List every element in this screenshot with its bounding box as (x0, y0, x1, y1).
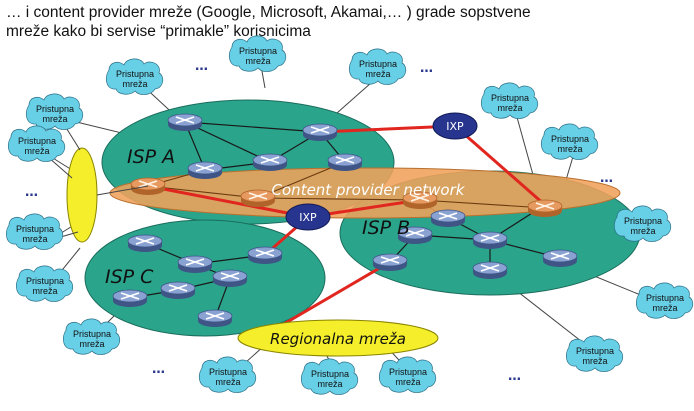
title-line-2: mreže kako bi servise “primakle” korisni… (6, 23, 311, 40)
access-network-label-line2: mreža (395, 377, 420, 387)
isp-a-label: ISP A (127, 146, 175, 168)
access-network-label-line1: Pristupna (18, 136, 56, 146)
svg-text:Regionalna mreža: Regionalna mreža (270, 330, 406, 348)
left-backbone (66, 147, 98, 243)
ixp-center: IXP (285, 203, 331, 231)
access-network-label-line1: Pristupna (576, 346, 614, 356)
access-network-label-line2: mreža (79, 339, 104, 349)
access-network-label-line1: Pristupna (624, 216, 662, 226)
access-network-label-line1: Pristupna (646, 293, 684, 303)
access-network-label-line1: Pristupna (209, 367, 247, 377)
access-network-label-line1: Pristupna (551, 134, 589, 144)
ellipsis-marker: … (195, 59, 208, 74)
access-network-label-line2: mreža (245, 56, 270, 66)
ixp-top: IXP (432, 112, 478, 140)
access-network-label-line1: Pristupna (239, 46, 277, 56)
access-network-label-line2: mreža (22, 234, 47, 244)
ellipsis-markers: … … … … … … (25, 59, 613, 384)
ellipsis-marker: … (420, 61, 433, 76)
slide-title: … i content provider mreže (Google, Micr… (6, 3, 686, 41)
ellipsis-marker: … (25, 185, 38, 200)
ellipsis-marker: … (508, 369, 521, 384)
ellipsis-marker: … (152, 362, 165, 377)
access-network-label-line2: mreža (32, 286, 57, 296)
access-network-label-line2: mreža (365, 69, 390, 79)
access-network-label-line1: Pristupna (16, 224, 54, 234)
access-network-label-line2: mreža (317, 379, 342, 389)
access-network-label-line2: mreža (652, 303, 677, 313)
access-network-label-line1: Pristupna (491, 93, 529, 103)
regional-network: Regionalna mreža (237, 319, 439, 357)
access-network-label-line2: mreža (497, 103, 522, 113)
access-network-label-line1: Pristupna (73, 329, 111, 339)
title-line-1: … i content provider mreže (Google, Micr… (6, 4, 531, 21)
content-provider-label: Content provider network (272, 181, 466, 199)
access-network-label-line2: mreža (582, 356, 607, 366)
svg-text:IXP: IXP (299, 211, 317, 224)
access-network-label-line1: Pristupna (26, 276, 64, 286)
access-network-label-line1: Pristupna (311, 369, 349, 379)
access-networks: PristupnamrežaPristupnamrežaPristupnamre… (5, 35, 694, 396)
access-network-label-line2: mreža (630, 226, 655, 236)
svg-text:IXP: IXP (446, 120, 464, 133)
ellipsis-marker: … (600, 171, 613, 186)
isp-b-label: ISP B (362, 217, 410, 239)
access-network-label-line2: mreža (215, 377, 240, 387)
access-network-label-line2: mreža (42, 114, 67, 124)
access-network-label-line2: mreža (557, 144, 582, 154)
access-network-label-line1: Pristupna (116, 69, 154, 79)
access-network-label-line1: Pristupna (389, 367, 427, 377)
access-network-label-line1: Pristupna (359, 59, 397, 69)
access-network-label-line2: mreža (24, 146, 49, 156)
access-network-label-line2: mreža (122, 79, 147, 89)
access-network-label-line1: Pristupna (36, 104, 74, 114)
isp-c-label: ISP C (105, 266, 154, 288)
